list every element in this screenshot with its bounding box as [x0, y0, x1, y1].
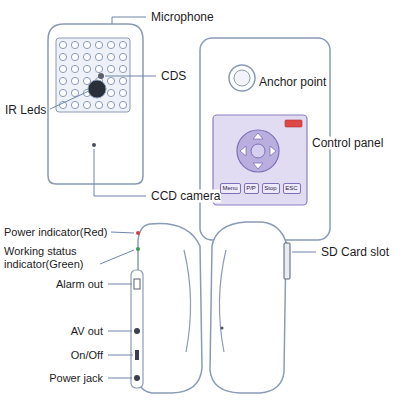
port-label: Power indicator(Red) [3, 226, 108, 239]
ir-led-grid [57, 39, 129, 111]
leader-line [94, 149, 146, 196]
anchor-hole [234, 70, 250, 86]
anchor-ring [229, 65, 255, 91]
part-label: SD Card slot [320, 246, 390, 259]
front-housing [48, 24, 143, 184]
panel-button: ESC [283, 183, 301, 194]
leader-line [112, 17, 146, 24]
side-contour [184, 250, 191, 352]
leader-line [108, 355, 133, 356]
alarm-port [134, 279, 140, 289]
side-housing [138, 223, 202, 393]
button-label: ESC [285, 185, 297, 192]
side-contour [219, 250, 226, 352]
part-label: CDS [160, 70, 187, 83]
d-pad [237, 130, 279, 172]
leader-line [100, 250, 134, 264]
port-label: Power jack [48, 372, 104, 385]
port-label: AV out [70, 325, 104, 338]
cds-sensor [98, 73, 104, 79]
leader-line [108, 378, 132, 379]
ccd-hole [92, 143, 96, 147]
leader-line [292, 252, 316, 253]
leader-line [108, 331, 132, 332]
lens [88, 80, 106, 98]
leader-line [50, 91, 89, 109]
port-label: On/Off [70, 349, 104, 362]
panel-button: Menu [220, 183, 241, 194]
port-label: Alarm out [55, 278, 104, 291]
panel-button: P/P [244, 183, 259, 194]
mic-hole [221, 327, 224, 330]
arrow-keys [240, 133, 276, 169]
button-label: Menu [222, 185, 237, 192]
power-switch [135, 350, 139, 360]
button-label: P/P [246, 185, 256, 192]
panel-button: Stop [262, 183, 280, 194]
record-button [285, 120, 302, 127]
part-label: Anchor point [258, 76, 327, 89]
green-indicator [136, 247, 140, 251]
side-housing [210, 222, 286, 393]
part-label: CCD camera [150, 190, 221, 203]
red-indicator [136, 231, 140, 235]
control-panel [213, 115, 307, 205]
button-label: Stop [264, 185, 276, 192]
leader-line [111, 232, 134, 233]
port-label: Working status indicator(Green) [3, 245, 100, 271]
av-port [134, 328, 140, 334]
part-label: Control panel [311, 137, 384, 150]
part-label: Microphone [150, 11, 215, 24]
power-jack-hole [134, 375, 140, 381]
leader-line [108, 284, 132, 285]
leader-line [105, 76, 156, 77]
port-panel [131, 270, 143, 388]
sd-slot [284, 243, 290, 279]
part-label: IR Leds [4, 104, 47, 117]
d-pad-center [251, 144, 265, 158]
